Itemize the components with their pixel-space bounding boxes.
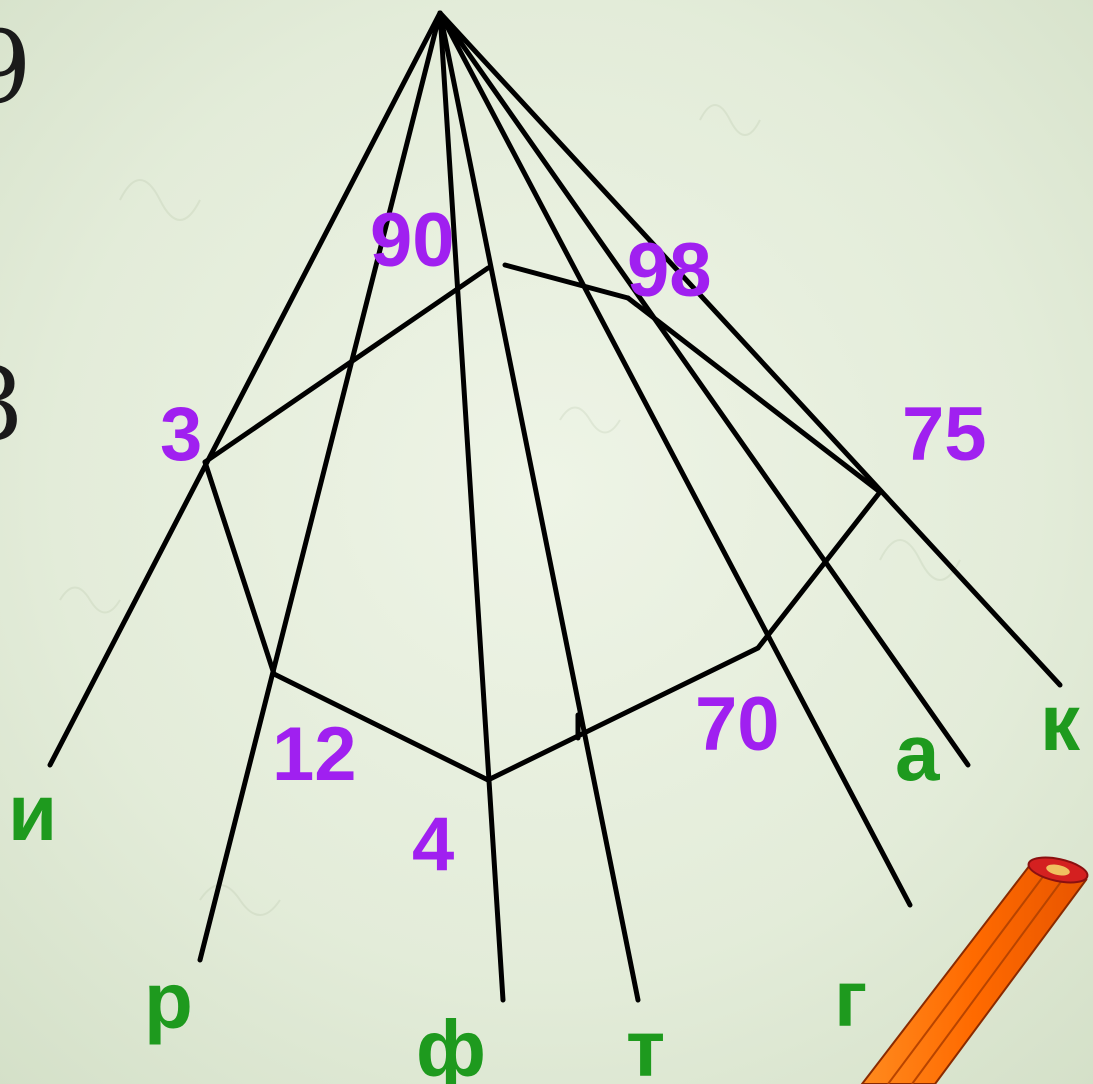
label-letter-r: р xyxy=(144,956,193,1045)
ray-a xyxy=(437,10,971,768)
ray-i xyxy=(47,10,443,768)
ray-r xyxy=(197,10,443,963)
ray-k xyxy=(437,10,1063,688)
edge-glyph-top: 9 xyxy=(0,18,32,118)
segment-75-70 xyxy=(755,489,883,651)
background-texture xyxy=(59,104,961,916)
label-number-75: 75 xyxy=(902,392,987,477)
ray-t xyxy=(437,10,641,1003)
ray-g xyxy=(437,10,913,908)
segment-98-75 xyxy=(625,295,883,495)
label-letter-f: ф xyxy=(416,1004,486,1084)
edge-glyph-middle: 8 xyxy=(0,355,24,455)
label-number-3: 3 xyxy=(160,392,202,477)
label-number-4: 4 xyxy=(412,802,454,887)
segment-70-4 xyxy=(485,645,761,783)
label-letter-g: г xyxy=(834,954,867,1043)
label-letter-a: а xyxy=(895,708,940,797)
connectors xyxy=(202,262,883,783)
label-number-90: 90 xyxy=(370,198,455,283)
label-letter-i: и xyxy=(8,768,57,857)
rays xyxy=(47,10,1063,1003)
segment-4-12 xyxy=(271,671,491,783)
segment-3-90 xyxy=(202,265,491,465)
label-letter-k: к xyxy=(1040,678,1081,767)
label-number-98: 98 xyxy=(627,228,712,313)
segment-90-98 xyxy=(502,262,631,301)
ray-f xyxy=(437,10,506,1003)
pencil-icon xyxy=(860,856,1089,1084)
label-letter-t: т xyxy=(626,1004,665,1084)
label-number-12: 12 xyxy=(272,712,357,797)
segment-12-3 xyxy=(202,459,277,677)
label-number-70: 70 xyxy=(695,682,780,767)
